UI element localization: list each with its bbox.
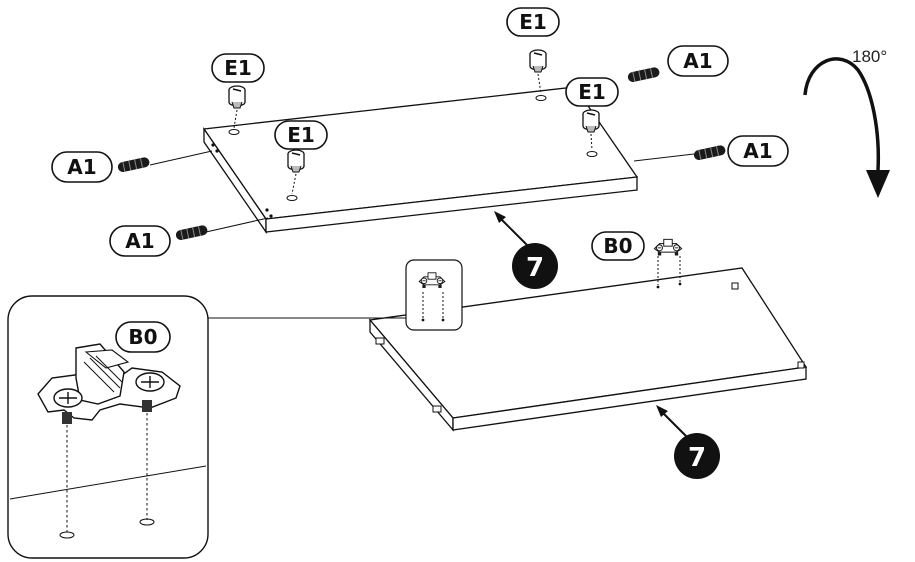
- label-e1-1: E1: [211, 53, 265, 83]
- label-e1-3: E1: [506, 7, 560, 37]
- label-a1-1: A1: [51, 151, 113, 183]
- cam-lock-e1-1: [228, 85, 246, 129]
- dowel-a1-left-upper: [116, 150, 213, 174]
- label-e1-1-text: E1: [224, 56, 252, 80]
- cam-lock-e1-3: [529, 49, 547, 95]
- top-panel: [202, 86, 639, 235]
- step-7-badge-top: 7: [494, 211, 558, 289]
- label-a1-3-text: A1: [683, 49, 712, 73]
- bottom-panel: [368, 267, 808, 432]
- label-e1-4: E1: [565, 77, 619, 107]
- dowel-a1-left-lower: [174, 217, 269, 242]
- step-7-badge-bottom: 7: [656, 405, 720, 479]
- label-b0-2: B0: [115, 321, 171, 353]
- label-e1-4-text: E1: [578, 80, 606, 104]
- step-7-bottom-text: 7: [688, 443, 706, 473]
- cam-lock-e1-4: [582, 109, 600, 151]
- label-a1-2: A1: [109, 225, 171, 257]
- label-a1-3: A1: [667, 45, 729, 77]
- dowel-a1-right-upper: [626, 65, 661, 84]
- hinge-plate-detail: [37, 343, 181, 424]
- dowel-a1-right-lower: [633, 143, 727, 162]
- rotate-arrow-icon: [803, 57, 890, 198]
- label-a1-2-text: A1: [125, 229, 154, 253]
- hinge-plate-b0: [653, 238, 683, 289]
- label-e1-2: E1: [274, 120, 328, 150]
- rotation-label: 180°: [852, 47, 887, 66]
- step-7-top-text: 7: [526, 253, 544, 283]
- detail-inset: [7, 295, 209, 559]
- label-b0-1-text: B0: [603, 234, 632, 258]
- detail-callout-box: [206, 259, 463, 331]
- label-a1-4-text: A1: [743, 139, 772, 163]
- label-a1-4: A1: [727, 135, 789, 167]
- label-e1-3-text: E1: [519, 10, 547, 34]
- cam-lock-e1-2: [287, 149, 305, 195]
- label-e1-2-text: E1: [287, 123, 315, 147]
- label-b0-1: B0: [591, 231, 645, 261]
- label-b0-2-text: B0: [128, 325, 157, 349]
- label-a1-1-text: A1: [67, 155, 96, 179]
